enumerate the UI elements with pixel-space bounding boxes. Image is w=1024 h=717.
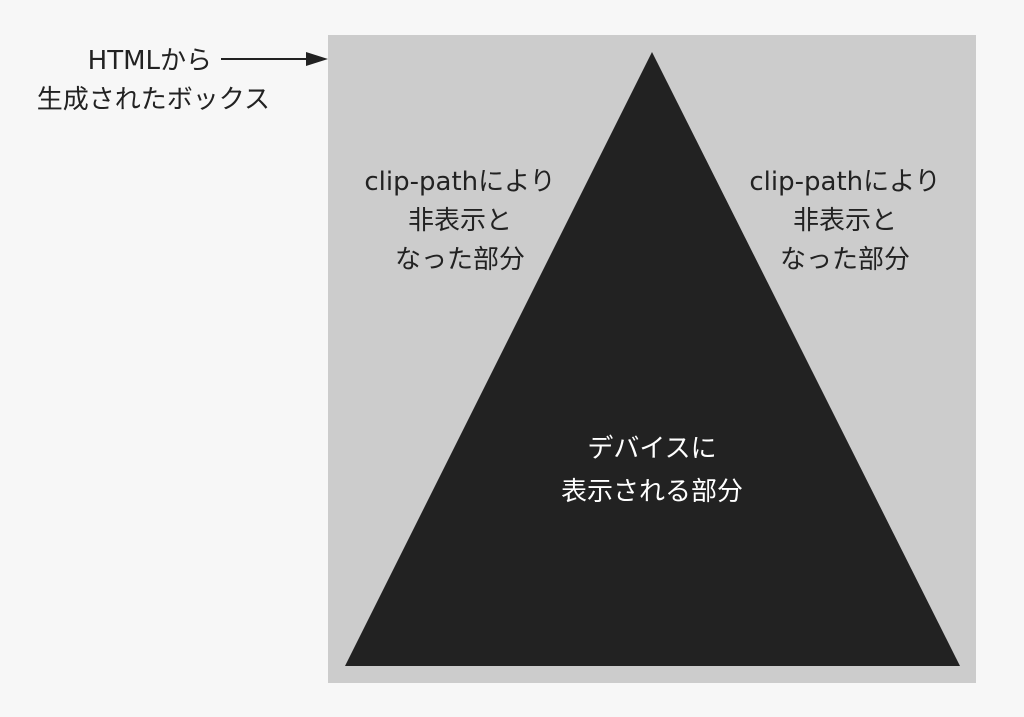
- label-line: 非表示と: [407, 206, 512, 236]
- label-line: clip-pathにより: [364, 167, 556, 197]
- arrow-head-icon: [306, 52, 328, 66]
- label-line: デバイスに: [587, 434, 717, 464]
- label-line: 非表示と: [792, 206, 897, 236]
- html-box-label-line2: 生成されたボックス: [36, 85, 270, 115]
- visible-area-label: デバイスに 表示される部分: [532, 428, 772, 514]
- clip-path-triangle: [345, 52, 960, 666]
- label-line: clip-pathにより: [749, 167, 941, 197]
- label-line: なった部分: [779, 245, 910, 275]
- html-box-label: HTMLから 生成されたボックス: [0, 42, 270, 120]
- html-box-label-line1: HTMLから: [87, 46, 212, 76]
- label-line: なった部分: [394, 245, 525, 275]
- hidden-area-left-label: clip-pathにより 非表示と なった部分: [340, 163, 580, 280]
- label-line: 表示される部分: [560, 477, 743, 507]
- hidden-area-right-label: clip-pathにより 非表示と なった部分: [725, 163, 965, 280]
